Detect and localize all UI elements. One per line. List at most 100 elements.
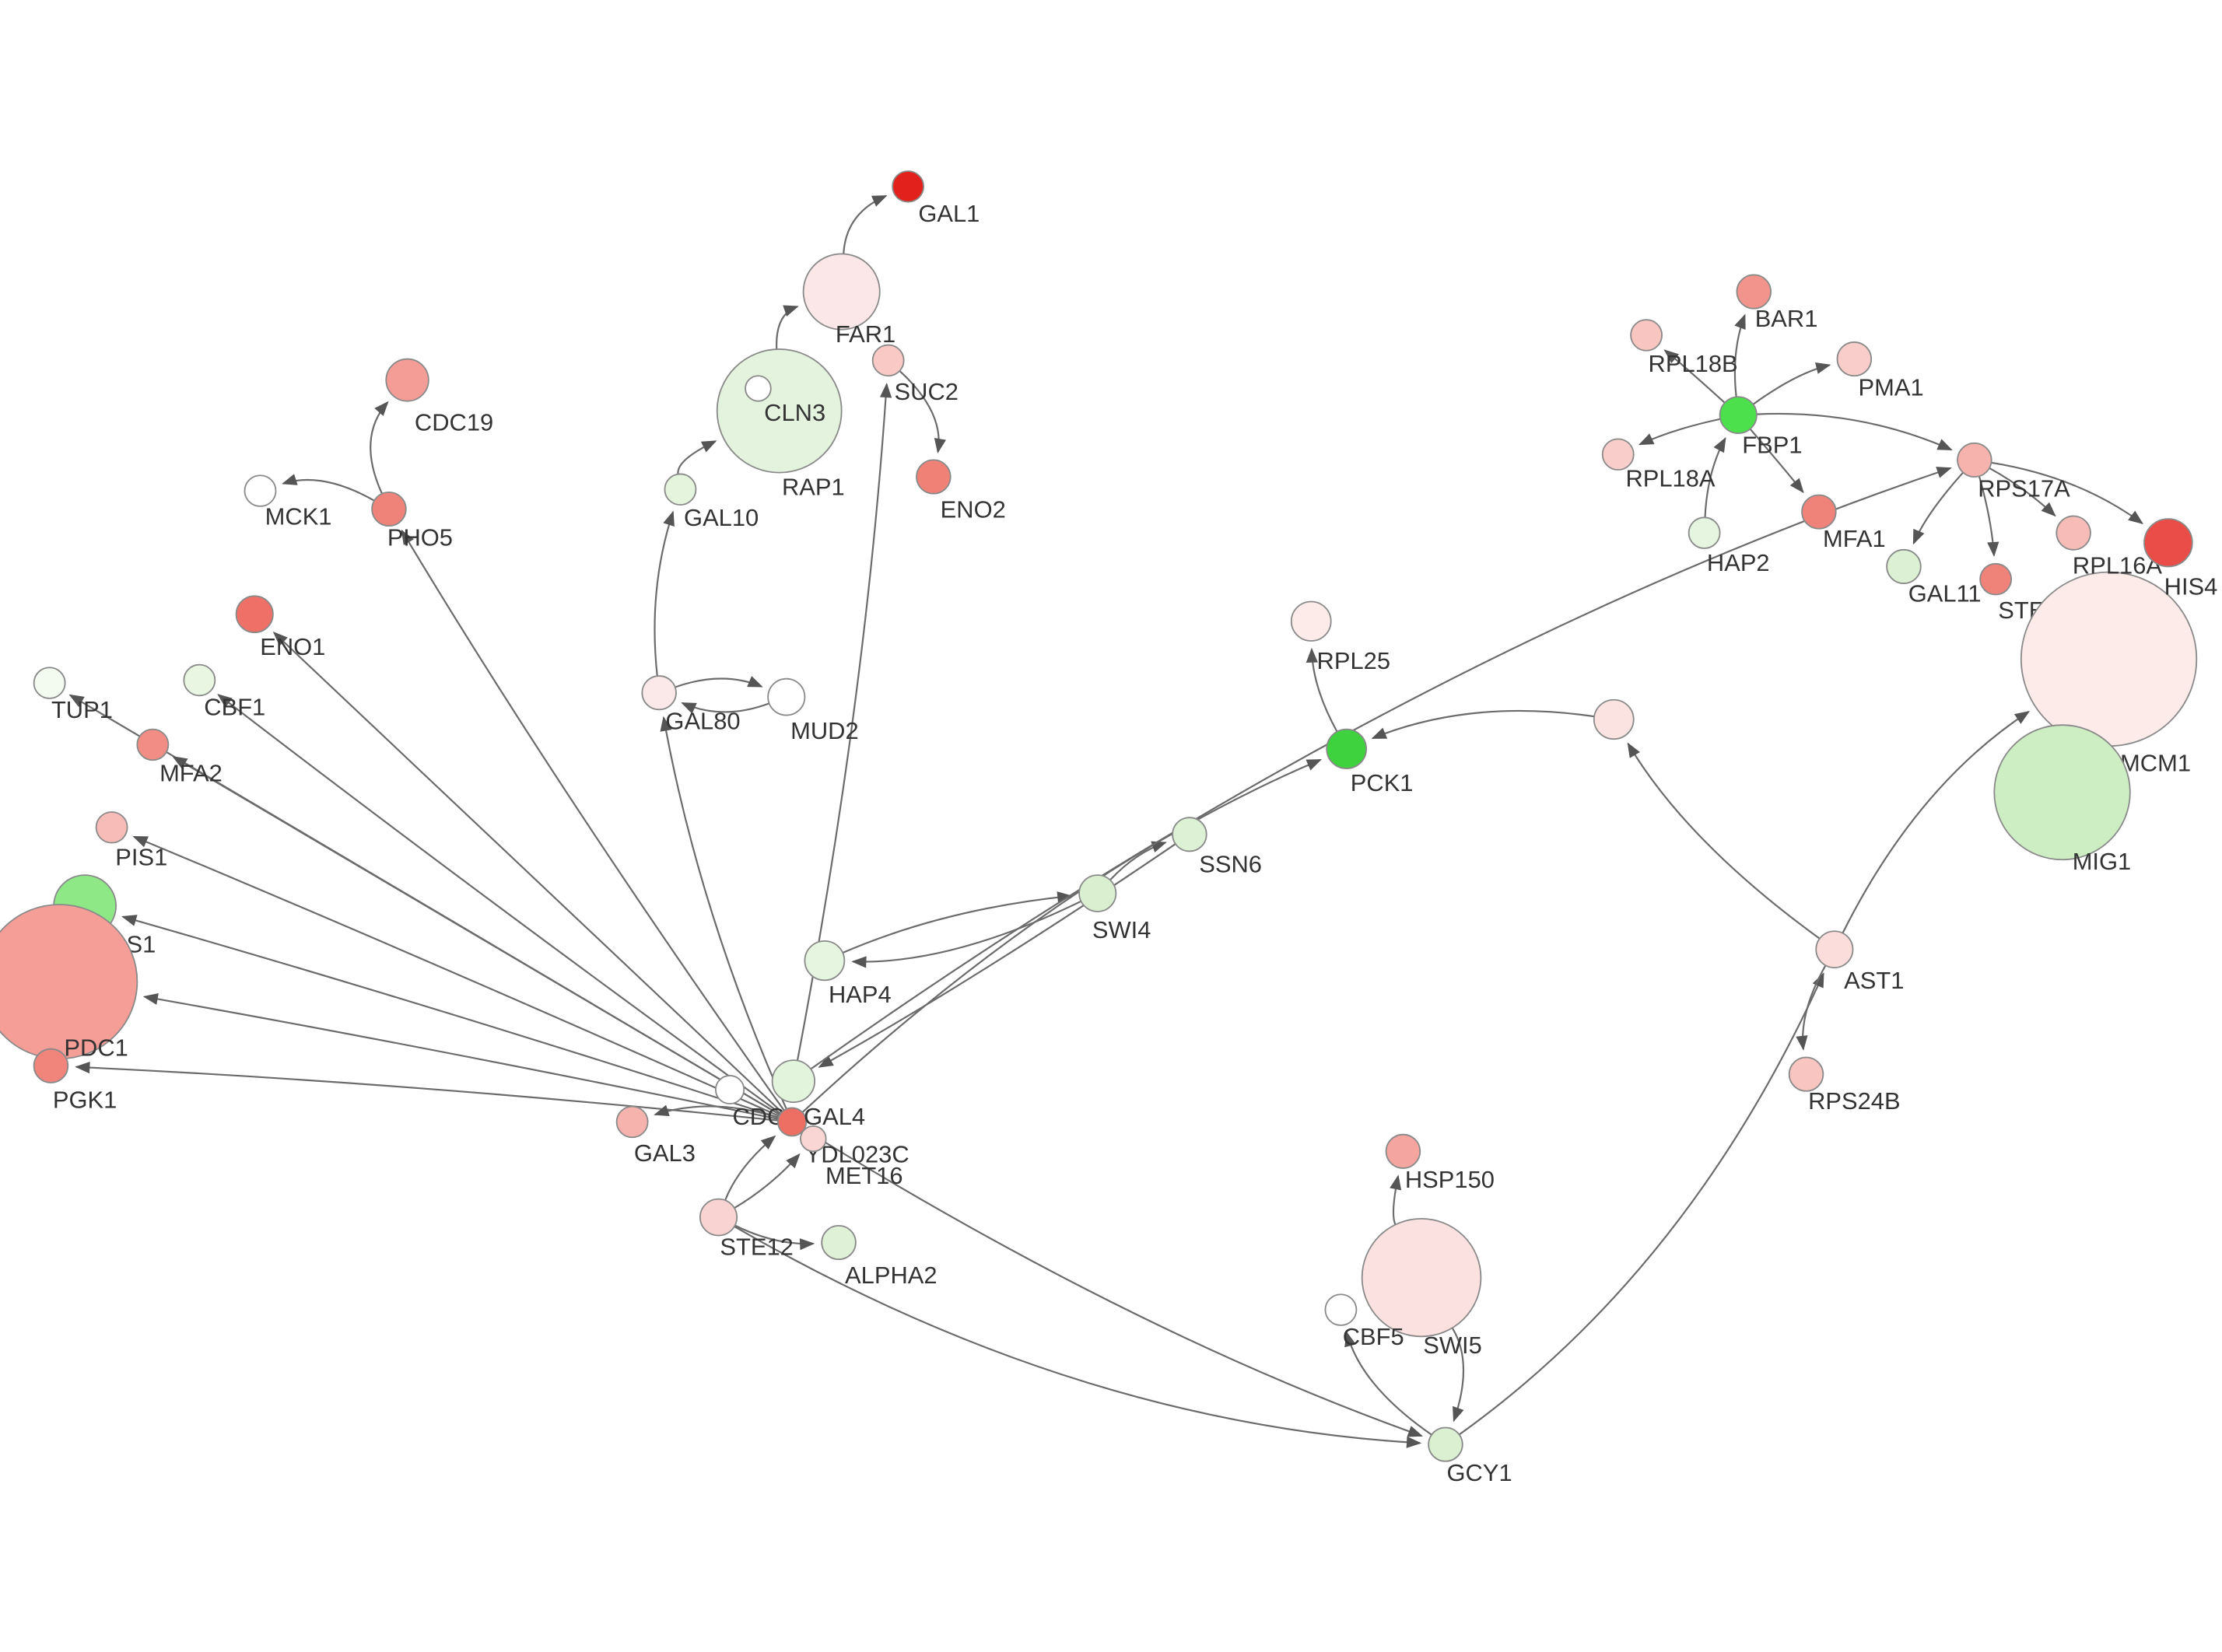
node-cbf1[interactable] <box>183 663 216 697</box>
edge-STE12-GCY1[interactable] <box>734 1226 1422 1448</box>
node-pho5[interactable] <box>371 491 407 527</box>
edge-HAP2-FBP1[interactable] <box>1704 436 1726 518</box>
edge-FBP1-RPL18A[interactable] <box>1638 418 1721 446</box>
edge-PCK1-RPL25[interactable] <box>1306 647 1338 733</box>
node-gal1[interactable] <box>892 170 925 203</box>
node-mfa2[interactable] <box>136 728 170 761</box>
edge-GCY1-AST1[interactable] <box>1458 972 1824 1436</box>
node-cln3[interactable] <box>716 348 843 474</box>
node-mud2[interactable] <box>767 677 806 716</box>
edge-RPS17A-RPL16A[interactable] <box>1989 467 2056 517</box>
node-rps24b[interactable] <box>1788 1056 1824 1092</box>
node-ssn6[interactable] <box>1172 817 1207 852</box>
node-ste12[interactable] <box>699 1198 738 1237</box>
edge-GAL4-RAS1[interactable] <box>121 915 780 1118</box>
edge-SUC2-ENO2[interactable] <box>899 370 946 453</box>
node-gal4[interactable] <box>776 1107 808 1137</box>
edge-STE12-GAL4[interactable] <box>724 1135 776 1201</box>
edge-NODE_A-PCK1[interactable] <box>1371 709 1595 740</box>
node-pck1[interactable] <box>1326 728 1368 769</box>
edge-PHO5-CDC19[interactable] <box>370 401 389 495</box>
edge-FBP1-PMA1[interactable] <box>1752 362 1831 405</box>
edge-SWI4-SSN6[interactable] <box>1109 841 1167 881</box>
node-ydl023c[interactable] <box>771 1059 816 1104</box>
node-rpl18b[interactable] <box>1630 319 1663 352</box>
node-gal11[interactable] <box>1886 548 1922 584</box>
node-gal10[interactable] <box>664 473 697 506</box>
edge-GAL4-PHO5[interactable] <box>401 529 785 1111</box>
node-suc2[interactable] <box>871 344 905 377</box>
edge-FBP1-RPL18B[interactable] <box>1663 349 1726 404</box>
edge-GCY1-CBF5[interactable] <box>1344 1331 1432 1436</box>
edge-CLN3-FAR1[interactable] <box>776 305 799 350</box>
edge-GAL4-CBF1[interactable] <box>217 694 781 1115</box>
edge-GAL80-GAL10[interactable] <box>654 510 675 677</box>
node-rap1[interactable] <box>745 375 772 402</box>
edge-PHO5-MCK1[interactable] <box>282 474 375 502</box>
edge-SWI4-HAP4[interactable] <box>851 900 1081 968</box>
node-eno2[interactable] <box>916 459 952 495</box>
edge-GAL4-GAL3[interactable] <box>654 1104 780 1119</box>
node-mfa1[interactable] <box>1801 494 1837 530</box>
node-far1[interactable] <box>802 253 881 331</box>
node-swi5[interactable] <box>1361 1217 1482 1338</box>
edge-GAL4-PIS1[interactable] <box>132 835 780 1118</box>
node-gal3[interactable] <box>615 1105 649 1139</box>
node-node_a[interactable] <box>1593 698 1635 740</box>
edge-GAL4-GAL80[interactable] <box>660 716 787 1110</box>
edge-RPS17A-STE2[interactable] <box>1978 475 1999 557</box>
edge-AST1-MCM1[interactable] <box>1842 711 2031 934</box>
edge-FBP1-BAR1[interactable] <box>1733 313 1746 397</box>
node-pgk1[interactable] <box>33 1048 69 1083</box>
node-mig1[interactable] <box>1993 724 2131 861</box>
node-rps17a[interactable] <box>1957 442 1992 478</box>
node-rpl18a[interactable] <box>1601 438 1635 471</box>
edge-FAR1-GAL1[interactable] <box>843 194 888 254</box>
node-alpha2[interactable] <box>821 1224 857 1261</box>
edge-FBP1-MFA1[interactable] <box>1749 428 1804 494</box>
node-hsp150[interactable] <box>1385 1133 1421 1169</box>
edge-HAP4-SWI4[interactable] <box>842 891 1073 954</box>
node-pma1[interactable] <box>1836 341 1873 377</box>
node-eno1[interactable] <box>235 595 274 634</box>
edge-GAL80-MUD2[interactable] <box>675 676 763 688</box>
node-hap2[interactable] <box>1688 516 1721 549</box>
edge-STE12-MET16[interactable] <box>734 1153 801 1209</box>
node-pdc1[interactable] <box>0 904 138 1060</box>
edge-GAL10-CLN3[interactable] <box>677 440 717 474</box>
node-hap4[interactable] <box>804 940 846 982</box>
node-ste2[interactable] <box>1979 562 2013 596</box>
node-met16[interactable] <box>800 1125 827 1153</box>
node-cbf5[interactable] <box>1324 1293 1358 1326</box>
node-pis1[interactable] <box>95 811 128 844</box>
edge-GAL4-PCK1[interactable] <box>801 758 1322 1113</box>
edge-AST1-NODE_A[interactable] <box>1627 742 1821 940</box>
node-rpl16a[interactable] <box>2056 515 2091 551</box>
edge-RPS17A-GAL11[interactable] <box>1912 471 1964 545</box>
edge-GAL4-GCY1[interactable] <box>803 1129 1424 1437</box>
edge-GAL4-ENO1[interactable] <box>272 632 783 1113</box>
node-gcy1[interactable] <box>1428 1426 1463 1462</box>
node-tup1[interactable] <box>33 667 66 699</box>
edge-STE12-ALPHA2[interactable] <box>734 1224 815 1251</box>
node-mck1[interactable] <box>244 474 277 507</box>
edge-MUD2-GAL80[interactable] <box>681 702 769 714</box>
node-swi4[interactable] <box>1078 874 1117 912</box>
edge-SWI5-GCY1[interactable] <box>1451 1327 1465 1423</box>
node-fbp1[interactable] <box>1719 396 1758 435</box>
node-cdc19[interactable] <box>385 358 429 402</box>
edge-GAL4-PGK1[interactable] <box>75 1062 779 1122</box>
node-ast1[interactable] <box>1815 930 1854 969</box>
node-mcm1[interactable] <box>2020 571 2198 747</box>
edge-FBP1-RPS17A[interactable] <box>1756 412 1953 451</box>
node-cdc6[interactable] <box>714 1075 745 1104</box>
edge-AST1-RPS24B[interactable] <box>1796 964 1827 1051</box>
edge-RPS17A-HIS4[interactable] <box>1991 461 2143 525</box>
node-bar1[interactable] <box>1736 274 1772 310</box>
edge-SWI5-HSP150[interactable] <box>1390 1174 1402 1226</box>
edge-GAL4-PDC1[interactable] <box>142 992 779 1120</box>
node-his4[interactable] <box>2143 518 2193 568</box>
node-rpl25[interactable] <box>1290 600 1332 642</box>
edge-SSN6-YDL023C[interactable] <box>818 843 1176 1068</box>
